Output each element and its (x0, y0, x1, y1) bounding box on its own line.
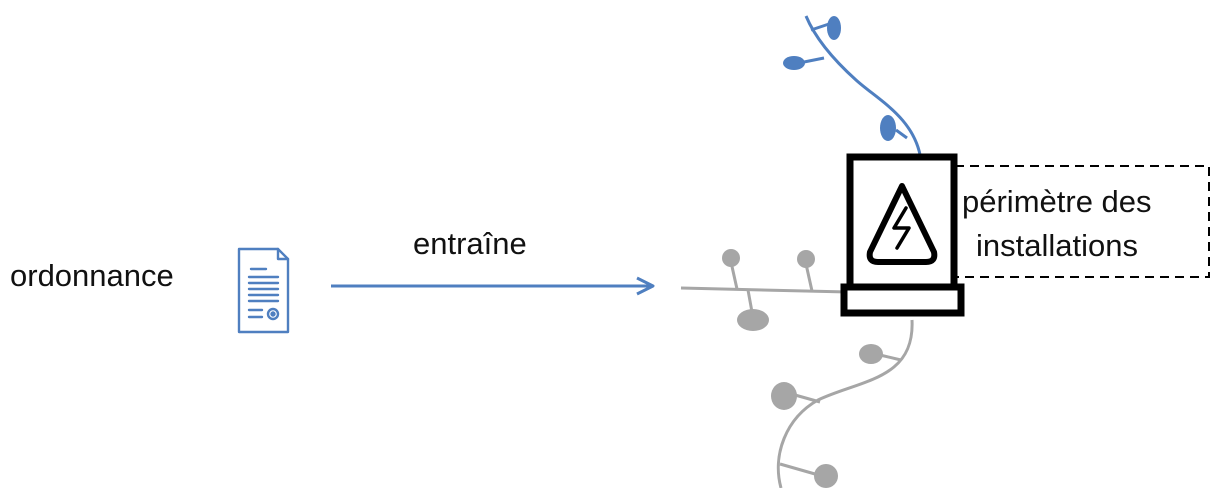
arrow-right-icon (331, 276, 655, 296)
network-downstream-branch (771, 319, 914, 488)
arrow-label: entraîne (413, 226, 527, 261)
lightning-warning-icon (866, 183, 938, 265)
electrical-substation-icon (840, 153, 965, 317)
network-upstream-branch (783, 15, 923, 161)
perimeter-label-line2: installations (976, 228, 1138, 263)
network-left-branch (680, 249, 849, 331)
source-label: ordonnance (10, 258, 174, 293)
perimeter-label: périmètre des installations (962, 180, 1202, 268)
perimeter-label-line1: périmètre des (962, 184, 1152, 219)
perimeter-dashed-box (954, 165, 1210, 278)
document-icon (237, 247, 290, 334)
